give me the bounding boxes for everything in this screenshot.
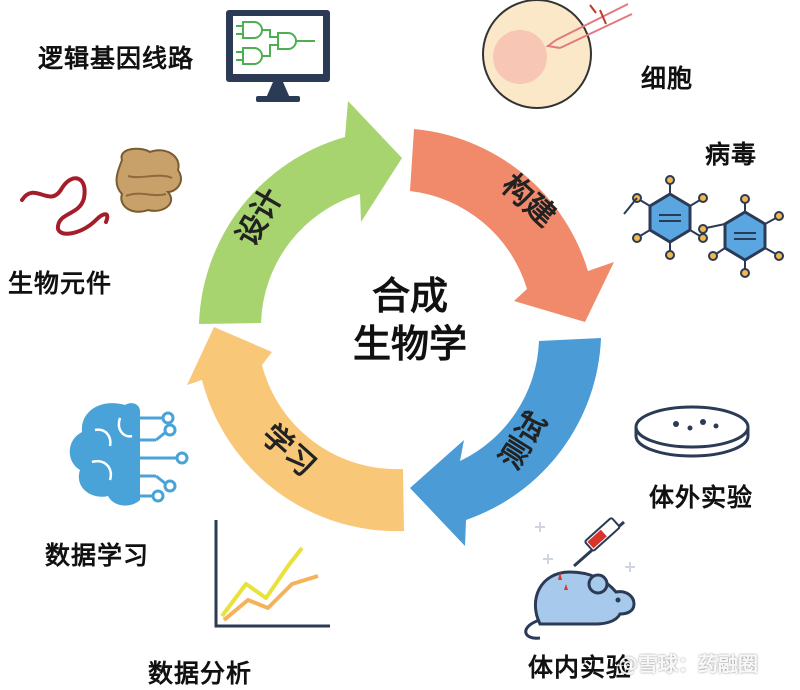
in-vivo-label: 体内实验 — [528, 653, 633, 682]
bio-parts-label: 生物元件 — [8, 269, 113, 298]
dna-protein-icon — [20, 147, 182, 236]
line-graph-icon — [214, 520, 330, 628]
center-title-line1: 合成 — [371, 274, 448, 318]
arrow-test — [410, 338, 601, 546]
arrow-build — [410, 129, 614, 322]
arrow-design — [199, 101, 402, 324]
petri-dish-icon — [634, 405, 750, 458]
center-title: 合成 生物学 — [330, 272, 490, 368]
hexagon-molecule-icon — [623, 175, 784, 278]
in-vitro-label: 体外实验 — [649, 483, 754, 512]
data-analysis-label: 数据分析 — [148, 659, 253, 688]
logic-circuit-label: 逻辑基因线路 — [38, 44, 195, 73]
cell-label: 细胞 — [641, 64, 694, 93]
brain-circuit-icon — [69, 403, 189, 506]
mouse-syringe-icon — [524, 517, 636, 640]
center-title-line2: 生物学 — [352, 322, 467, 366]
cell-injection-icon — [482, 0, 633, 109]
watermark: @雪球：药融圈 — [618, 652, 758, 676]
monitor-logic-gates-icon — [226, 10, 330, 102]
virus-label: 病毒 — [705, 140, 758, 169]
arrow-learn — [187, 327, 404, 532]
data-learning-label: 数据学习 — [45, 541, 150, 570]
